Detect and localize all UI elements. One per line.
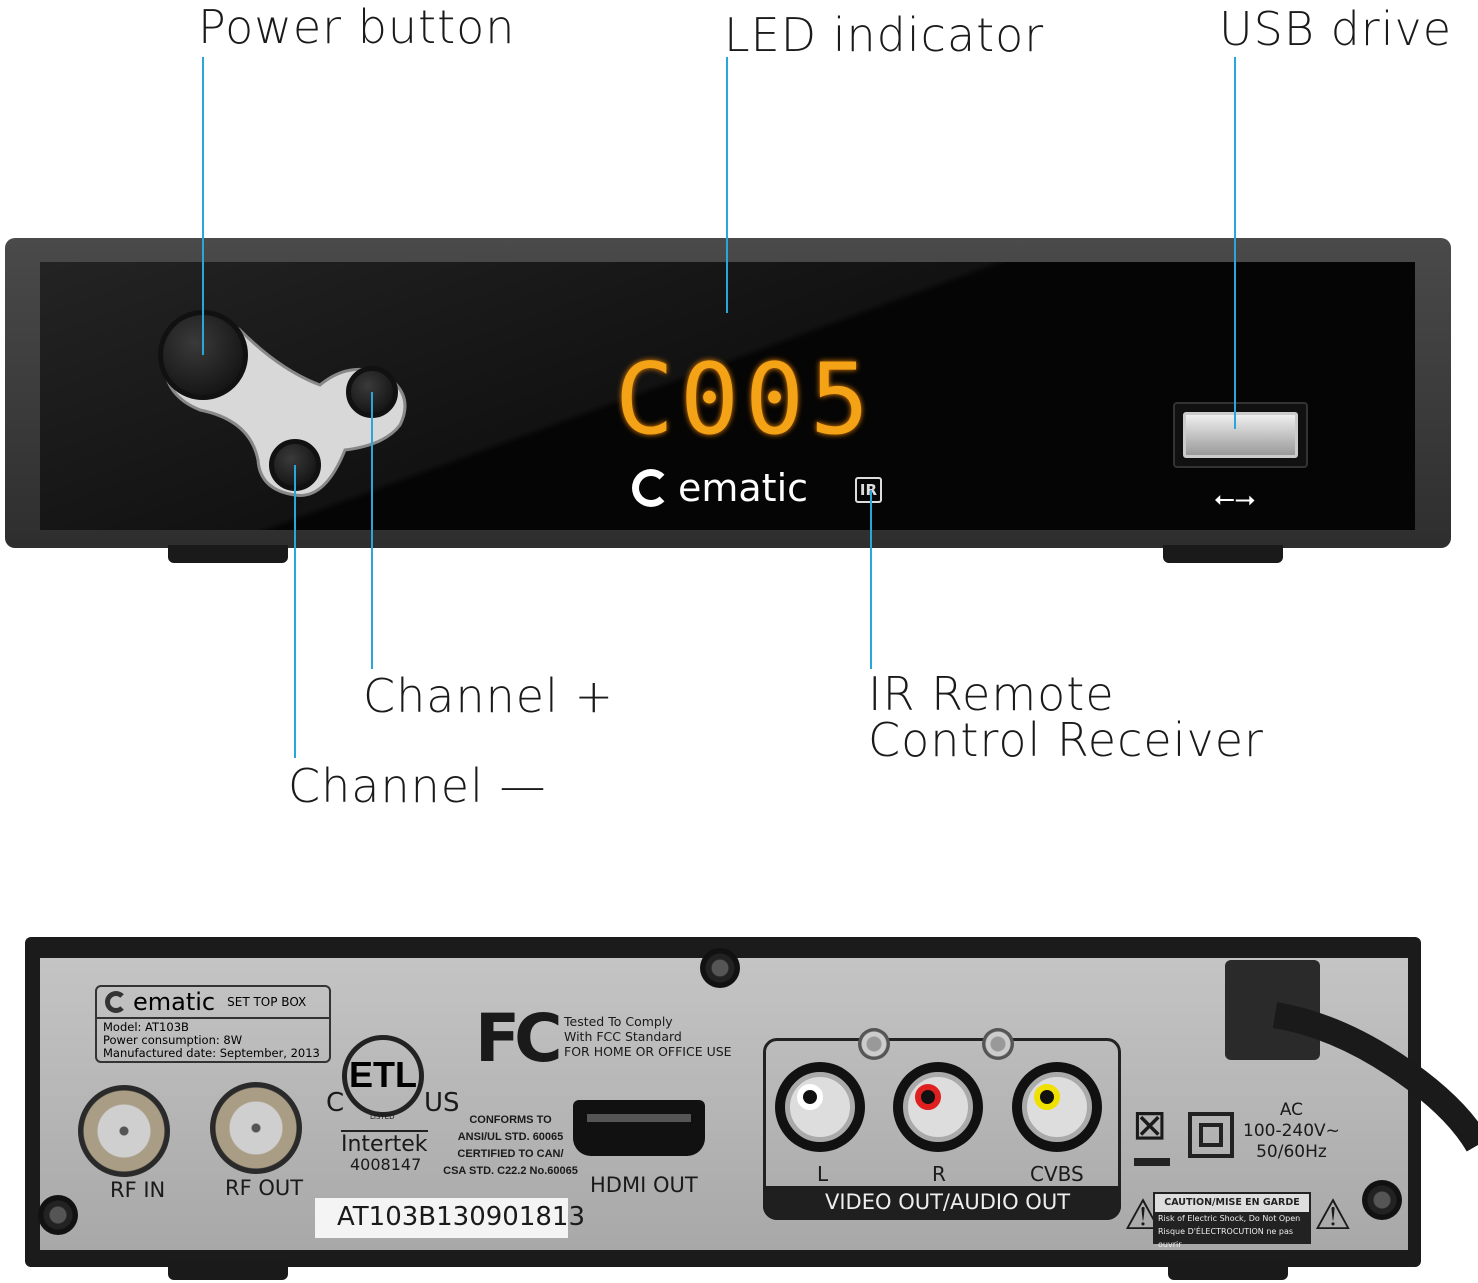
label-power: Power consumption: 8W [103, 1033, 243, 1047]
usb-icon: ⭠⭢ [1214, 484, 1256, 514]
etl-listed: LISTED [370, 1113, 395, 1121]
conformity-line: CONFORMS TO [469, 1114, 552, 1126]
led-display: C005 [615, 343, 876, 457]
callout-line-power [202, 57, 204, 355]
ematic-logo-icon [105, 991, 127, 1013]
screw-icon [700, 948, 740, 988]
hdmi-port[interactable] [573, 1100, 705, 1156]
callout-ir-line1: IR Remote [868, 667, 1115, 721]
callout-usb-drive: USB drive [1219, 2, 1453, 56]
caution-line: Risque D'ÉLECTROCUTION ne pas ouvrir [1158, 1227, 1294, 1249]
av-label-strip: VIDEO OUT/AUDIO OUT [763, 1186, 1121, 1220]
label-product: SET TOP BOX [227, 995, 307, 1009]
callout-led-indicator: LED indicator [724, 8, 1045, 62]
screw-icon [38, 1195, 78, 1235]
conformity-line: ANSI/UL STD. 60065 [457, 1131, 564, 1143]
double-insulation-icon [1188, 1112, 1234, 1158]
fcc-text: Tested To Comply With FCC Standard FOR H… [564, 1014, 732, 1059]
conformity-line: CSA STD. C22.2 No.60065 [443, 1165, 578, 1177]
l-label: L [817, 1162, 829, 1186]
serial-number: AT103B130901813 [337, 1202, 585, 1232]
callout-ir-line2: Control Receiver [868, 713, 1264, 767]
r-label: R [932, 1162, 946, 1186]
serial-sticker: AT103B130901813 [315, 1198, 585, 1238]
etl-mark: ETL [342, 1035, 424, 1117]
fcc-line: Tested To Comply [564, 1014, 673, 1029]
screw-icon [858, 1028, 890, 1060]
callout-line-channel-minus [294, 465, 296, 758]
label-model: Model: AT103B [103, 1020, 189, 1034]
ematic-logo-icon [632, 469, 670, 507]
hdmi-label: HDMI OUT [590, 1173, 698, 1197]
weee-bin-icon: ⊠ [1132, 1100, 1168, 1149]
callout-channel-minus: Channel — [288, 759, 547, 813]
device-foot [1168, 1262, 1288, 1280]
av-group-label: VIDEO OUT/AUDIO OUT [825, 1190, 1071, 1214]
device-foot [168, 545, 288, 563]
product-label: ematic SET TOP BOX Model: AT103B Power c… [95, 985, 331, 1063]
intertek-number: 4008147 [350, 1155, 422, 1174]
fcc-line: FOR HOME OR OFFICE USE [564, 1044, 732, 1059]
device-foot [1163, 545, 1283, 563]
callout-line-led [726, 57, 728, 313]
etl-c: C [326, 1088, 345, 1118]
conformity-text: CONFORMS TO ANSI/UL STD. 60065 CERTIFIED… [438, 1112, 583, 1180]
callout-line-usb [1234, 57, 1236, 429]
caution-line: Risk of Electric Shock, Do Not Open [1158, 1214, 1301, 1223]
power-rating-line: 50/60Hz [1256, 1142, 1327, 1162]
power-rating: AC 100-240V~ 50/60Hz [1243, 1100, 1340, 1163]
audio-left-jack[interactable] [775, 1062, 865, 1152]
cvbs-label: CVBS [1030, 1162, 1084, 1186]
ematic-logo: ematic [632, 466, 808, 510]
power-rating-line: AC [1279, 1100, 1304, 1120]
fcc-logo: FC [475, 1000, 562, 1077]
weee-bar [1134, 1158, 1170, 1166]
label-brand: ematic [133, 988, 216, 1016]
callout-channel-plus: Channel + [363, 669, 615, 723]
callout-line-ir [870, 490, 872, 669]
device-foot [168, 1262, 288, 1280]
conformity-line: CERTIFIED TO CAN/ [457, 1148, 564, 1160]
rf-out-label: RF OUT [225, 1176, 304, 1200]
rf-in-connector[interactable] [78, 1085, 170, 1177]
rf-out-connector[interactable] [210, 1082, 302, 1174]
ir-receiver-badge: IR [855, 477, 882, 503]
power-cord [1225, 960, 1478, 1152]
intertek-label: Intertek [341, 1130, 428, 1157]
rf-in-label: RF IN [110, 1178, 166, 1202]
callout-line-channel-plus [371, 392, 373, 669]
screw-icon [1362, 1180, 1402, 1220]
screw-icon [982, 1028, 1014, 1060]
caution-label: CAUTION/MISE EN GARDE Risk of Electric S… [1153, 1192, 1311, 1249]
label-date: Manufactured date: September, 2013 [103, 1046, 320, 1060]
caution-title: CAUTION/MISE EN GARDE [1155, 1194, 1309, 1212]
etl-us: US [424, 1088, 460, 1118]
fcc-line: With FCC Standard [564, 1029, 682, 1044]
video-cvbs-jack[interactable] [1012, 1062, 1102, 1152]
usb-port[interactable] [1173, 402, 1308, 468]
caution-warning-icon: ⚠ [1314, 1190, 1352, 1239]
audio-right-jack[interactable] [893, 1062, 983, 1152]
callout-power-button: Power button [198, 0, 516, 54]
brand-text: ematic [678, 466, 809, 510]
power-rating-line: 100-240V~ [1243, 1121, 1340, 1141]
